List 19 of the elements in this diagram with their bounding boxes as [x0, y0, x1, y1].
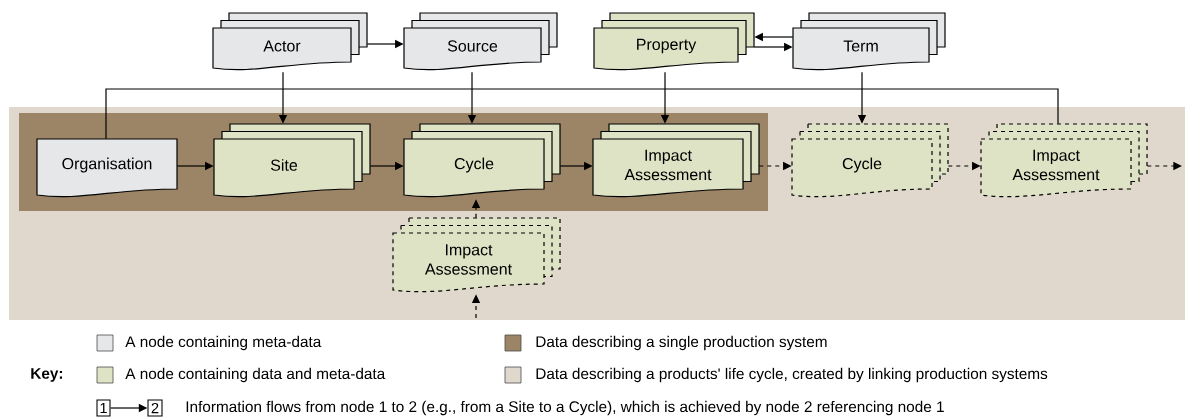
connector-line — [105, 88, 1059, 140]
document-stack: Actor — [212, 12, 368, 71]
key-node-box: 2 — [147, 399, 163, 417]
document-stack: Impact Assessment — [592, 123, 760, 198]
document-stack: Impact Assessment — [980, 123, 1148, 198]
document-stack: Site — [213, 123, 371, 198]
key-note: Information flows from node 1 to 2 (e.g., from a Site to a Cycle), which is achieved by node 2 referencing node 1 — [186, 400, 944, 416]
document-stack: Property — [593, 12, 755, 71]
document-stack: Impact Assessment — [392, 217, 561, 293]
document-stack: Cycle — [791, 123, 949, 198]
legend-text: A node containing meta-data — [125, 335, 322, 351]
key-heading: Key: — [31, 368, 63, 382]
legend-text: A node containing data and meta-data — [125, 367, 386, 383]
key-node-box: 1 — [96, 399, 111, 417]
legend-text: Data describing a products' life cycle, created by linking production systems — [536, 367, 1048, 383]
legend-text: Data describing a single production system — [536, 335, 827, 351]
document-stack: Term — [792, 12, 946, 71]
document-stack: Source — [403, 12, 558, 71]
document-stack: Cycle — [403, 123, 561, 198]
